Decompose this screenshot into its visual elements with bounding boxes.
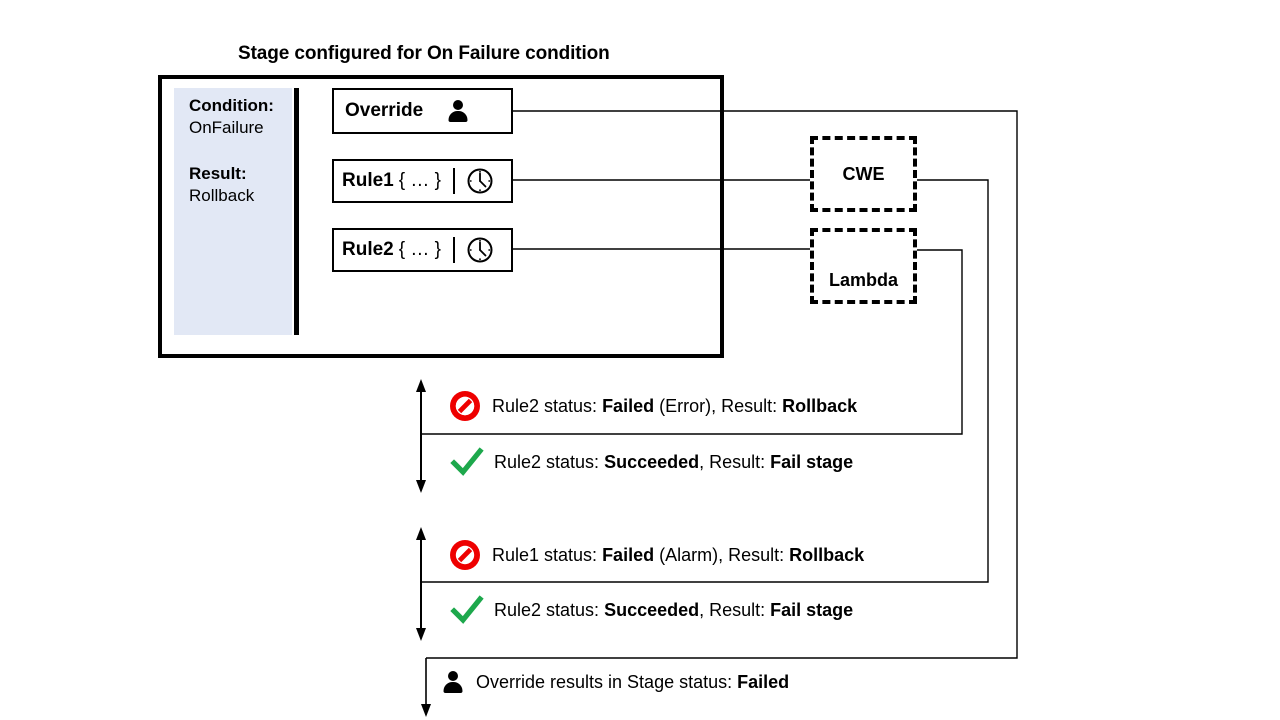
action-label-override: Override xyxy=(345,100,424,121)
action-box-rule2[interactable]: Rule2 { … } xyxy=(332,228,513,272)
condition-value: OnFailure xyxy=(189,118,264,137)
rule2-args: { … } xyxy=(398,239,441,260)
outcome-text: Rule1 status: Failed (Alarm), Result: Ro… xyxy=(492,544,865,565)
outcome-row-override: Override results in Stage status: Failed xyxy=(442,670,789,694)
action-box-override[interactable]: Override xyxy=(332,88,513,134)
outcome-row-rule2-failed: Rule2 status: Failed (Error), Result: Ro… xyxy=(448,389,857,423)
target-label-lambda: Lambda xyxy=(828,270,898,290)
condition-label: Condition: xyxy=(189,96,274,115)
deny-icon xyxy=(448,538,482,572)
person-icon xyxy=(447,99,469,123)
action-label-rule2: Rule2 xyxy=(342,239,394,260)
outcome-row-rule1-failed: Rule1 status: Failed (Alarm), Result: Ro… xyxy=(448,538,864,572)
outcome-text: Rule2 status: Succeeded, Result: Fail st… xyxy=(494,451,854,472)
result-label: Result: xyxy=(189,164,247,183)
deny-icon xyxy=(448,389,482,423)
page-title: Stage configured for On Failure conditio… xyxy=(238,43,610,64)
check-icon xyxy=(450,595,484,625)
clock-icon xyxy=(466,167,494,195)
outcome-text: Rule2 status: Failed (Error), Result: Ro… xyxy=(492,395,858,416)
clock-icon xyxy=(466,236,494,264)
check-icon xyxy=(450,447,484,477)
rule-separator xyxy=(453,237,455,263)
panel-divider xyxy=(294,88,299,335)
rule-separator xyxy=(453,168,455,194)
result-value: Rollback xyxy=(189,186,255,205)
target-label-cwe: CWE xyxy=(842,164,885,184)
target-box-lambda[interactable]: Lambda xyxy=(810,228,917,304)
outcome-text: Override results in Stage status: Failed xyxy=(476,671,790,692)
outcome-row-rule2-succeeded-2: Rule2 status: Succeeded, Result: Fail st… xyxy=(450,595,853,625)
condition-result-panel: Condition: OnFailure Result: Rollback xyxy=(174,88,292,335)
outcome-row-rule2-succeeded-1: Rule2 status: Succeeded, Result: Fail st… xyxy=(450,447,853,477)
outcome-text: Rule2 status: Succeeded, Result: Fail st… xyxy=(494,599,854,620)
action-box-rule1[interactable]: Rule1 { … } xyxy=(332,159,513,203)
action-label-rule1: Rule1 xyxy=(342,170,394,191)
target-box-cwe[interactable]: CWE xyxy=(810,136,917,212)
person-icon xyxy=(442,670,464,694)
rule1-args: { … } xyxy=(398,170,441,191)
